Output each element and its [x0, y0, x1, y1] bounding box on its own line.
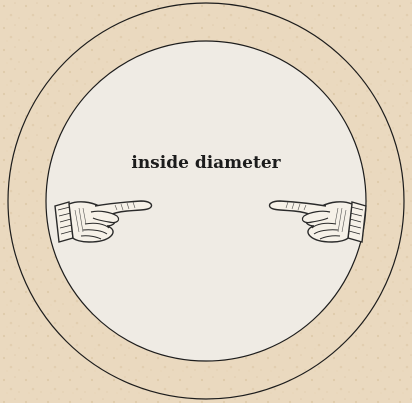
inner-disc: [46, 41, 366, 361]
inside-diameter-label: inside diameter: [131, 153, 281, 173]
